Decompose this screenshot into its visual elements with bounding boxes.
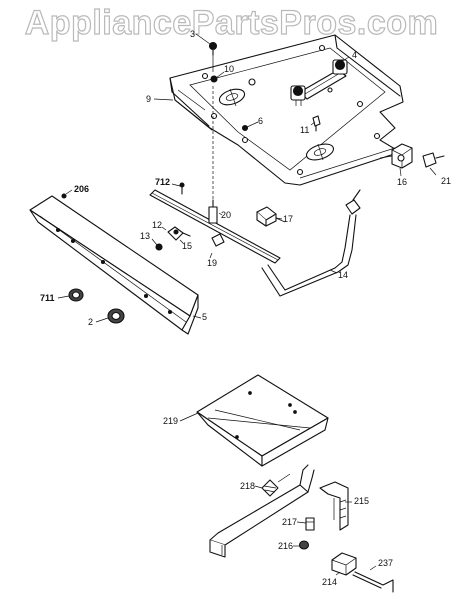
control-knobs xyxy=(68,288,125,324)
label-5: 5 xyxy=(202,312,207,322)
label-219: 219 xyxy=(163,416,178,426)
label-12: 12 xyxy=(152,220,162,230)
label-3: 3 xyxy=(190,29,195,39)
frame-fasteners xyxy=(208,41,321,210)
watermark-logo: AppliancePartsPros.com xyxy=(24,3,439,42)
label-217: 217 xyxy=(282,517,297,527)
label-6: 6 xyxy=(258,116,263,126)
label-4: 4 xyxy=(352,50,357,60)
igniter-bracket xyxy=(298,481,394,593)
label-16: 16 xyxy=(397,177,407,187)
pressure-regulator xyxy=(155,199,286,251)
broiler-burner xyxy=(209,464,315,558)
label-2: 2 xyxy=(88,317,93,327)
label-214: 214 xyxy=(322,577,337,587)
part-labels: 3 4 9 10 11 6 16 21 206 712 20 17 12 13 … xyxy=(40,29,451,587)
label-11: 11 xyxy=(300,125,309,135)
label-19: 19 xyxy=(207,258,217,268)
label-216: 216 xyxy=(278,541,293,551)
label-10: 10 xyxy=(224,64,234,74)
manifold-pipe xyxy=(149,182,281,264)
label-20: 20 xyxy=(221,210,231,220)
label-711: 711 xyxy=(40,293,55,303)
burner-valves xyxy=(290,59,348,106)
manifold-panel xyxy=(29,193,199,335)
label-9: 9 xyxy=(146,94,151,104)
label-215: 215 xyxy=(354,496,369,506)
leader-lines xyxy=(57,33,437,576)
valve-switch xyxy=(379,143,445,169)
label-218: 218 xyxy=(240,481,255,491)
broiler-shield xyxy=(196,374,329,467)
label-15: 15 xyxy=(182,241,192,251)
label-17: 17 xyxy=(283,214,293,224)
burner-box-frame xyxy=(169,34,404,186)
label-237: 237 xyxy=(378,558,393,568)
label-21: 21 xyxy=(441,176,451,186)
label-712: 712 xyxy=(155,177,170,187)
gas-tube xyxy=(261,189,361,297)
label-14: 14 xyxy=(338,270,348,280)
label-13: 13 xyxy=(140,231,150,241)
label-206: 206 xyxy=(74,184,89,194)
